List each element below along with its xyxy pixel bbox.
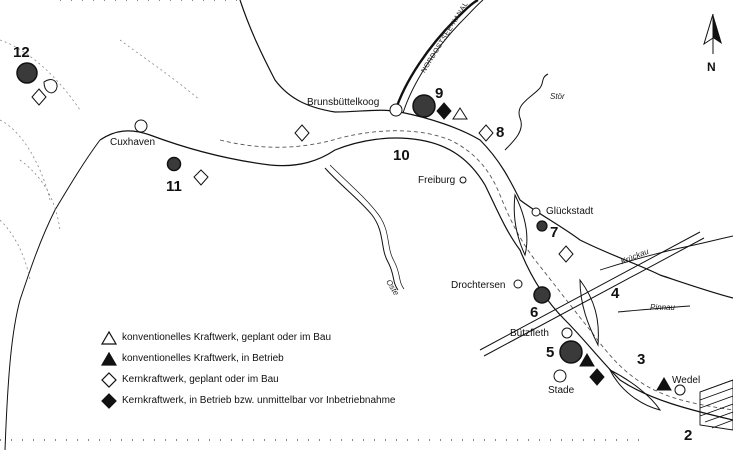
legend-label: Kernkraftwerk, geplant oder im Bau — [122, 374, 279, 385]
north-arrow: N — [700, 14, 726, 78]
triangle-filled-icon — [100, 351, 118, 366]
label-river-pinnau: Pinnau — [650, 303, 675, 312]
label-drochtersen: Drochtersen — [451, 280, 506, 291]
site-11-power-plant — [166, 156, 182, 172]
site-number-12: 12 — [13, 44, 30, 61]
oste-river — [324, 167, 399, 291]
legend-row: Kernkraftwerk, geplant oder im Bau — [100, 369, 395, 390]
west-coast — [4, 139, 101, 450]
river-island — [579, 278, 599, 347]
town-marker-cuxhaven — [134, 119, 148, 133]
label-buetzfleth: Bützfleth — [510, 328, 549, 339]
oste-river-bank — [329, 164, 405, 290]
label-brunsbuettelkoog: Brunsbüttelkoog — [307, 97, 380, 108]
diamond-filled-site-5 — [589, 368, 605, 386]
site-number-8: 8 — [496, 124, 505, 141]
site-number-7: 7 — [550, 224, 559, 241]
town-marker-stade — [553, 369, 567, 383]
diamond-open-site-12 — [31, 88, 47, 106]
diamond-open-site-11 — [193, 169, 209, 186]
diamond-open-site-8 — [478, 124, 494, 142]
pinnau-river — [617, 305, 691, 313]
site-number-5: 5 — [546, 344, 555, 361]
legend-row: konventionelles Kraftwerk, in Betrieb — [100, 348, 395, 369]
triangle-filled-site-2 — [656, 377, 672, 391]
town-marker-buetzfleth — [561, 327, 573, 339]
river-island — [513, 193, 528, 257]
town-marker-wedel — [674, 384, 686, 396]
legend-label: konventionelles Kraftwerk, in Betrieb — [122, 353, 284, 364]
site-12-power-plant — [16, 62, 38, 84]
site-number-9: 9 — [435, 85, 444, 102]
legend-row: konventionelles Kraftwerk, geplant oder … — [100, 327, 395, 348]
map-legend: konventionelles Kraftwerk, geplant oder … — [100, 327, 395, 411]
diamond-open-site-10 — [294, 124, 310, 142]
krueckau-river — [599, 235, 733, 271]
legend-label: Kernkraftwerk, in Betrieb bzw. unmittelb… — [122, 395, 396, 406]
kiel-canal — [393, 0, 479, 113]
legend-label: konventionelles Kraftwerk, geplant oder … — [122, 332, 332, 343]
site-number-6: 6 — [530, 304, 539, 321]
north-label: N — [707, 60, 716, 74]
kiel-canal-inner — [402, 0, 484, 114]
elbe-channel — [219, 130, 733, 411]
tidal-flats — [0, 39, 201, 281]
site-number-3: 3 — [637, 351, 646, 368]
triangle-open-icon — [100, 330, 118, 345]
site-9-power-plant — [412, 94, 436, 118]
rail-crossing — [483, 237, 705, 357]
stoer-river — [504, 73, 549, 151]
label-river-stoer: Stör — [550, 92, 565, 101]
river-island — [608, 368, 662, 411]
urban-hatch — [699, 379, 733, 431]
label-glueckstadt: Glückstadt — [546, 206, 594, 217]
site-number-11: 11 — [166, 178, 182, 195]
label-stade: Stade — [548, 385, 575, 396]
label-freiburg: Freiburg — [418, 175, 456, 186]
site-number-4: 4 — [611, 285, 620, 302]
legend-row: Kernkraftwerk, in Betrieb bzw. unmittelb… — [100, 390, 395, 411]
site-7-power-plant — [536, 220, 548, 232]
label-cuxhaven: Cuxhaven — [110, 137, 156, 148]
town-marker-freiburg — [459, 176, 467, 184]
town-marker-site-12 — [43, 79, 58, 94]
diamond-open-site-7 — [558, 245, 574, 263]
triangle-open-site-9 — [452, 107, 468, 120]
site-5-power-plant — [559, 340, 583, 364]
site-number-10: 10 — [393, 147, 410, 164]
diamond-open-icon — [101, 371, 117, 388]
diamond-filled-site-9 — [436, 102, 452, 120]
rail-crossing — [479, 231, 701, 351]
triangle-filled-site-5 — [579, 353, 595, 367]
north-arrow-icon — [703, 14, 722, 54]
label-wedel: Wedel — [672, 375, 701, 386]
town-marker-brunsbuettelkoog — [389, 103, 403, 117]
diamond-filled-icon — [101, 392, 117, 409]
site-6-power-plant — [533, 286, 551, 304]
south-shore — [99, 130, 733, 421]
town-marker-glueckstadt — [531, 207, 541, 217]
town-marker-drochtersen — [513, 279, 523, 289]
site-number-2: 2 — [684, 427, 693, 444]
